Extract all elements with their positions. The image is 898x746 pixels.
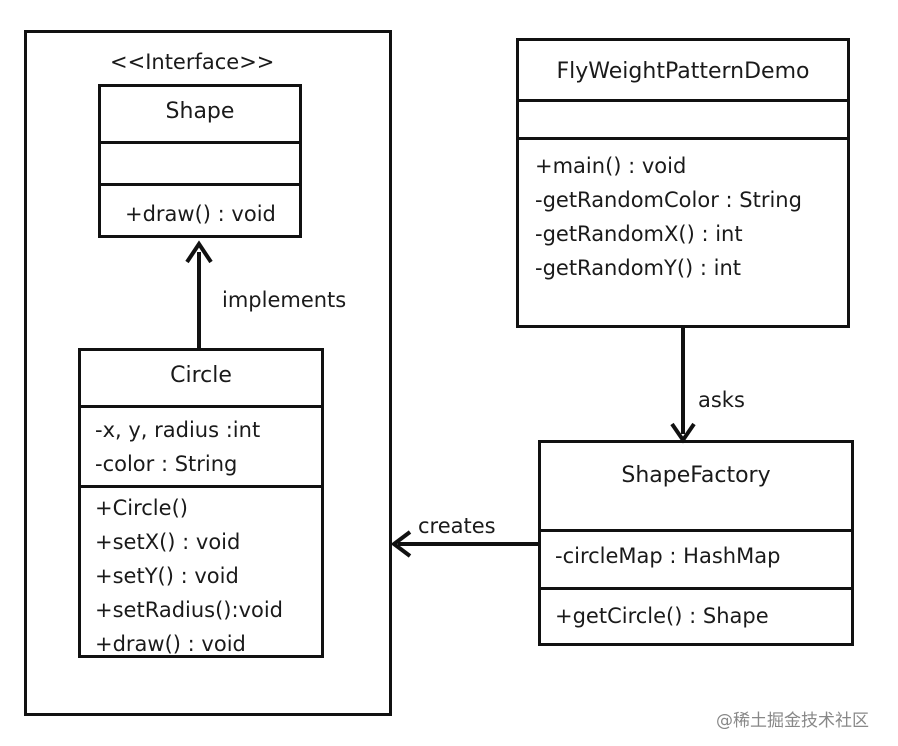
demo-method: -getRandomY() : int bbox=[535, 256, 742, 280]
demo-method: -getRandomX() : int bbox=[535, 222, 743, 246]
circle-method: +setRadius():void bbox=[95, 598, 284, 622]
circle-method: +draw() : void bbox=[95, 632, 246, 656]
circle-method: +setY() : void bbox=[95, 564, 239, 588]
divider bbox=[541, 529, 851, 532]
shape-methods: +draw() : void bbox=[101, 197, 299, 231]
factory-attributes: -circleMap : HashMap bbox=[541, 539, 851, 573]
circle-methods: +Circle() +setX() : void +setY() : void … bbox=[81, 491, 321, 661]
asks-arrowhead bbox=[670, 422, 696, 444]
creates-arrowhead bbox=[390, 530, 412, 558]
factory-methods: +getCircle() : Shape bbox=[541, 599, 851, 633]
creates-label: creates bbox=[418, 514, 496, 538]
interface-group-frame bbox=[24, 30, 392, 716]
interface-stereotype: <<Interface>> bbox=[110, 50, 275, 74]
factory-class-box: ShapeFactory -circleMap : HashMap +getCi… bbox=[538, 440, 854, 646]
shape-class-name: Shape bbox=[165, 99, 235, 124]
shape-class-box: Shape +draw() : void bbox=[98, 84, 302, 238]
factory-method: +getCircle() : Shape bbox=[555, 604, 769, 628]
circle-attributes: -x, y, radius :int -color : String bbox=[81, 413, 321, 481]
shape-method-draw: +draw() : void bbox=[125, 202, 276, 226]
divider bbox=[519, 99, 847, 102]
asks-label: asks bbox=[698, 388, 745, 412]
divider bbox=[541, 587, 851, 590]
circle-attribute: -x, y, radius :int bbox=[95, 418, 261, 442]
divider bbox=[81, 485, 321, 488]
circle-class-name: Circle bbox=[170, 363, 232, 388]
demo-class-box: FlyWeightPatternDemo +main() : void -get… bbox=[516, 38, 850, 328]
demo-methods: +main() : void -getRandomColor : String … bbox=[519, 149, 847, 285]
circle-method: +Circle() bbox=[95, 496, 188, 520]
demo-method: +main() : void bbox=[535, 154, 687, 178]
divider bbox=[101, 183, 299, 186]
factory-attribute: -circleMap : HashMap bbox=[555, 544, 781, 568]
circle-method: +setX() : void bbox=[95, 530, 241, 554]
demo-class-name: FlyWeightPatternDemo bbox=[556, 59, 810, 84]
circle-class-box: Circle -x, y, radius :int -color : Strin… bbox=[78, 348, 324, 658]
circle-attribute: -color : String bbox=[95, 452, 238, 476]
implements-arrowhead bbox=[185, 240, 213, 264]
divider bbox=[519, 137, 847, 140]
divider bbox=[81, 405, 321, 408]
divider bbox=[101, 141, 299, 144]
factory-class-name: ShapeFactory bbox=[621, 463, 771, 488]
demo-method: -getRandomColor : String bbox=[535, 188, 802, 212]
watermark-text: @稀土掘金技术社区 bbox=[716, 711, 869, 731]
implements-label: implements bbox=[222, 288, 347, 312]
